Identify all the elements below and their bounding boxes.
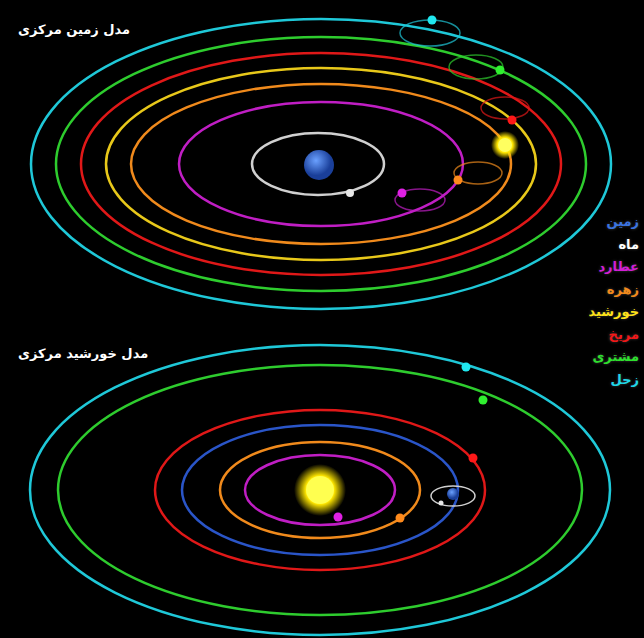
geocentric-orbits	[31, 19, 611, 309]
legend-entry: زهره	[606, 280, 640, 298]
legend-text: خورشید	[588, 304, 639, 319]
legend-entry: مشتری	[591, 347, 640, 365]
legend-text: عطارد	[598, 259, 639, 274]
heliocentric-orbits	[30, 345, 610, 635]
legend-text: مریخ	[609, 327, 639, 342]
legend-text: زمین	[606, 214, 639, 229]
heliocentric-bodies	[294, 363, 488, 523]
legend-entry: عطارد	[597, 257, 640, 275]
legend-text: ماه	[618, 237, 639, 252]
legend-entry: زحل	[610, 370, 640, 388]
legend-text: زهره	[607, 282, 639, 297]
model-title: مدل خورشید مرکزی	[18, 346, 148, 361]
legend-entry: ماه	[617, 235, 640, 253]
legend-entry: مریخ	[608, 325, 640, 343]
legend-text: مشتری	[592, 349, 639, 364]
model-title: مدل زمین مرکزی	[18, 22, 130, 37]
legend-text: زحل	[611, 372, 639, 387]
legend-entry: خورشید	[587, 302, 640, 320]
geocentric-bodies	[304, 16, 519, 198]
legend-entry: زمین	[605, 212, 640, 230]
